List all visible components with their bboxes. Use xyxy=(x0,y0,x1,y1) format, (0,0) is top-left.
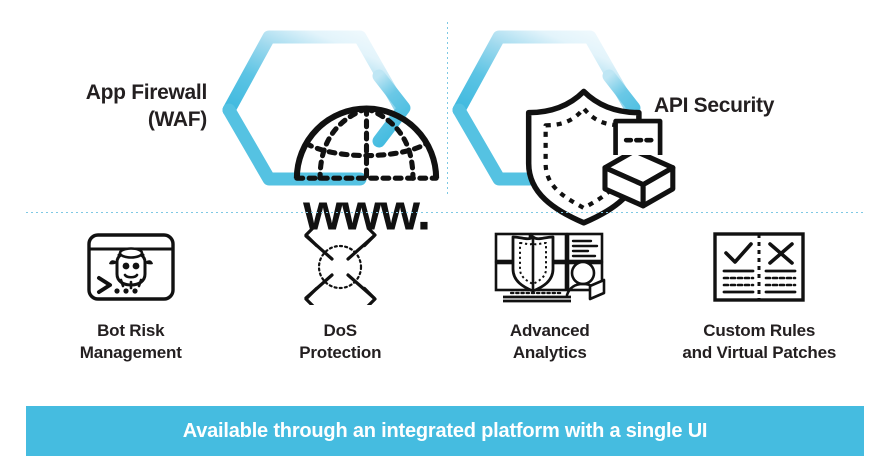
four-arrows-burst-icon xyxy=(298,228,382,306)
hexagon-frame-app-firewall: www. xyxy=(217,19,439,240)
feature-label: Custom Rules and Virtual Patches xyxy=(682,321,837,362)
feature-advanced-analytics: Advanced Analytics xyxy=(445,228,655,364)
hex-label-app-firewall: App Firewall (WAF) xyxy=(85,81,208,131)
www-globe-icon: www. xyxy=(269,67,439,240)
features-row: Bot Risk Management DoS Protection xyxy=(26,228,864,380)
feature-dos-protection: DoS Protection xyxy=(236,228,446,364)
top-section: App Firewall (WAF) xyxy=(0,0,884,240)
banner-text: Available through an integrated platform… xyxy=(182,419,708,442)
hex-label-api-security: API Security xyxy=(654,94,775,118)
feature-label: DoS Protection xyxy=(299,321,382,362)
feature-bot-risk-management: Bot Risk Management xyxy=(26,228,236,364)
hexagon-outline-icon xyxy=(222,30,411,185)
vertical-dotted-divider xyxy=(447,22,448,196)
hex-card-app-firewall: App Firewall (WAF) xyxy=(0,0,447,240)
hex-card-api-security: API Security xyxy=(447,0,884,226)
svg-text:www.: www. xyxy=(302,183,430,240)
bot-terminal-icon xyxy=(83,228,179,306)
feature-label: Advanced Analytics xyxy=(509,321,590,362)
hexagon-frame-api-security xyxy=(447,19,675,226)
feature-custom-rules: Custom Rules and Virtual Patches xyxy=(655,228,865,364)
integrated-platform-banner: Available through an integrated platform… xyxy=(26,406,864,456)
shield-api-package-icon xyxy=(499,67,675,226)
rules-book-check-x-icon xyxy=(710,228,808,306)
horizontal-dotted-divider xyxy=(26,212,864,213)
feature-label: Bot Risk Management xyxy=(79,321,182,362)
monitor-shield-analytics-icon xyxy=(491,228,609,306)
